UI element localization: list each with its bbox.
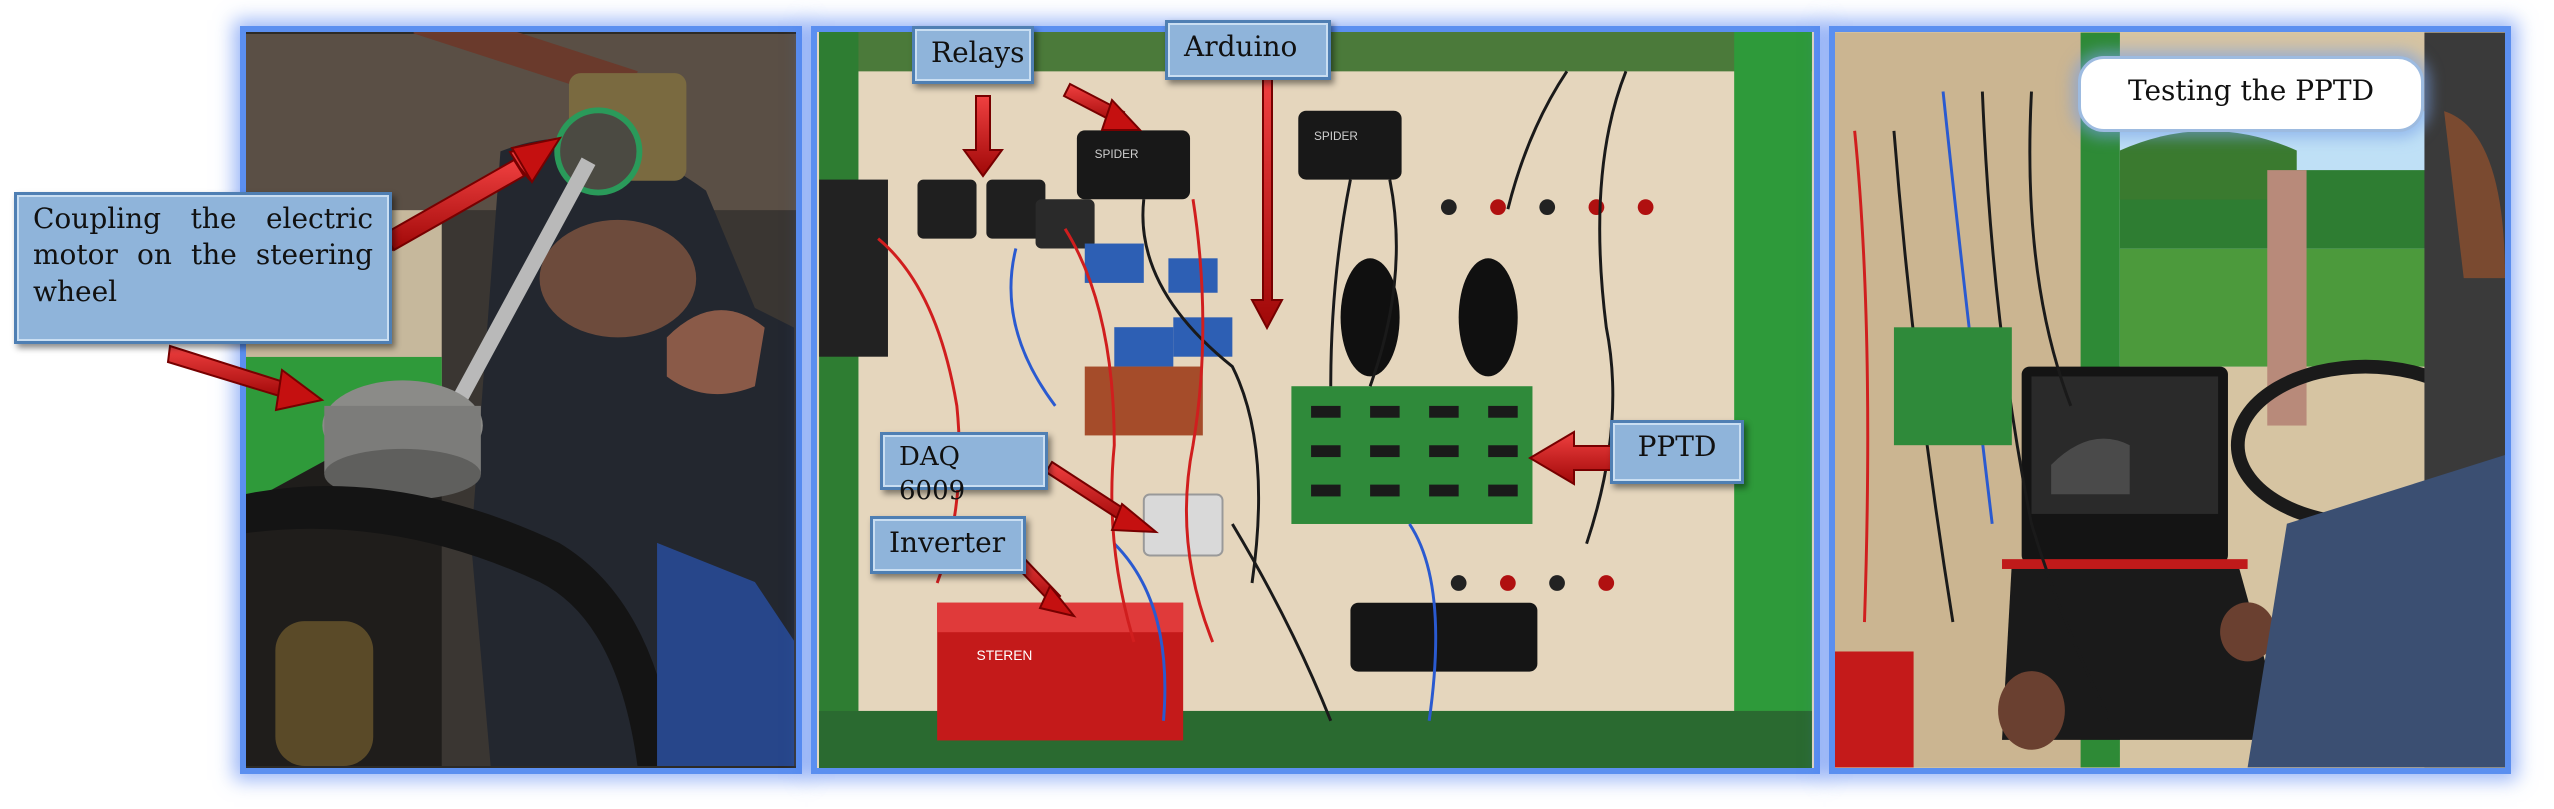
testing-photo [1835,32,2505,768]
label-daq-text: DAQ 6009 [899,442,966,506]
photo-panel-coupling [240,26,802,774]
spider-box-text: SPIDER [1095,147,1139,161]
label-arduino-text: Arduino [1184,30,1298,63]
spider-box-text: SPIDER [1314,129,1358,143]
label-daq: DAQ 6009 [880,432,1048,506]
pptd-chips [1311,405,1518,497]
wires [877,70,1628,722]
photo-panel-board: SPIDER SPIDER STEREN [811,26,1820,774]
label-relays: Relays [912,26,1034,84]
label-arduino: Arduino [1165,20,1331,80]
inverter-brand-text: STEREN [977,648,1033,663]
label-coupling: Coupling the electric motor on the steer… [14,192,392,344]
label-coupling-text: Coupling the electric motor on the steer… [33,202,373,308]
photo-panel-testing [1829,26,2511,774]
label-inverter-text: Inverter [889,526,1006,559]
label-testing-text: Testing the PPTD [2127,74,2375,107]
label-inverter: Inverter [870,516,1026,574]
label-pptd: PPTD [1610,420,1744,484]
board-photo: SPIDER SPIDER STEREN [819,32,1812,768]
label-relays-text: Relays [931,36,1025,69]
label-testing: Testing the PPTD [2078,56,2424,132]
label-pptd-text: PPTD [1637,430,1717,463]
coupling-photo [246,32,796,767]
terminal-posts [1440,199,1654,591]
wires [1853,91,2112,721]
